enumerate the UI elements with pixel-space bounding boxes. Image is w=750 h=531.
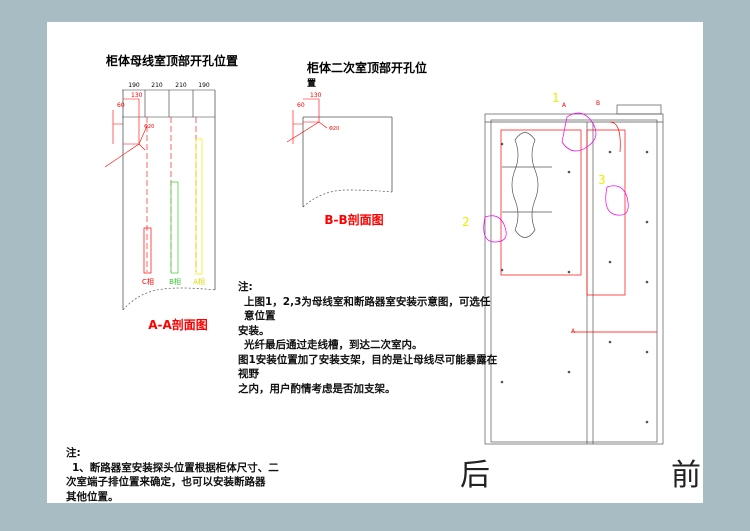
aa-section-drawing: 柜体母线室顶部开孔位置 190 210 210 190 130 60 Φ20 C…	[104, 53, 238, 332]
cabinet-drawing	[483, 104, 664, 445]
section-mark-a-top: A	[562, 102, 567, 109]
drawing-sheet: 柜体母线室顶部开孔位置 190 210 210 190 130 60 Φ20 C…	[47, 22, 703, 503]
bottom-note-line: 次室端子排位置来确定，也可以安装断路器	[66, 476, 266, 488]
front-label: 前	[671, 458, 701, 493]
bottom-note-heading: 注:	[66, 447, 81, 459]
marker-2: 2	[462, 215, 470, 229]
bb-dim-60: 60	[297, 102, 305, 109]
dim-3: 210	[175, 82, 187, 89]
dim-130: 130	[131, 92, 143, 99]
bottom-note: 注: 1、断路器室安装探头位置根据柜体尺寸、二 次室端子排位置来确定，也可以安装…	[66, 446, 286, 504]
hole-label: Φ20	[144, 124, 154, 130]
bottom-note-line: 其他位置。	[66, 490, 119, 503]
busbar-c	[143, 227, 152, 274]
dim-2: 210	[151, 82, 163, 89]
phase-a: A相	[193, 277, 205, 286]
busbar-a	[195, 138, 203, 275]
bb-section-drawing: 柜体二次室顶部开孔位 置 130 60 Φ20 B-B剖面图	[286, 60, 427, 227]
middle-note-line: 光纤最后通过走线槽，到达二次室内。	[244, 339, 423, 351]
section-mark-a-bottom: A	[571, 328, 576, 335]
technical-drawing: 柜体母线室顶部开孔位置 190 210 210 190 130 60 Φ20 C…	[104, 53, 664, 445]
middle-note-line: 上图1，2,3为母线室和断路器室安装示意图，可选任意位置	[244, 295, 491, 323]
bb-dim-130: 130	[310, 92, 322, 99]
back-label: 后	[460, 458, 490, 493]
middle-note-heading: 注:	[238, 281, 253, 293]
bottom-note-line: 1、断路器室安装探头位置根据柜体尺寸、二	[72, 461, 279, 474]
middle-note-line: 之内，用户酌情考虑是否加支架。	[238, 382, 396, 395]
middle-note: 注: 上图1，2,3为母线室和断路器室安装示意图，可选任意位置 安装。 光纤最后…	[238, 280, 498, 396]
busbar-b	[170, 181, 179, 274]
marker-3: 3	[598, 173, 606, 187]
middle-note-line: 图1安装位置加了安装支架，目的是让母线尽可能暴露在视野	[238, 353, 498, 381]
dim-1: 190	[128, 82, 140, 89]
phase-b: B相	[169, 277, 181, 286]
bb-hole-label: Φ20	[329, 126, 339, 132]
phase-c: C相	[142, 277, 154, 286]
bb-title-line1: 柜体二次室顶部开孔位	[306, 60, 427, 75]
bb-section-label: B-B剖面图	[324, 212, 383, 227]
marker-1: 1	[552, 91, 560, 105]
aa-section-label: A-A剖面图	[148, 317, 208, 332]
dim-4: 190	[198, 82, 210, 89]
middle-note-line: 安装。	[238, 324, 270, 337]
dim-60: 60	[117, 102, 125, 109]
section-mark-b-top: B	[596, 100, 600, 107]
aa-title: 柜体母线室顶部开孔位置	[105, 53, 238, 68]
bb-title-line2: 置	[307, 78, 316, 89]
